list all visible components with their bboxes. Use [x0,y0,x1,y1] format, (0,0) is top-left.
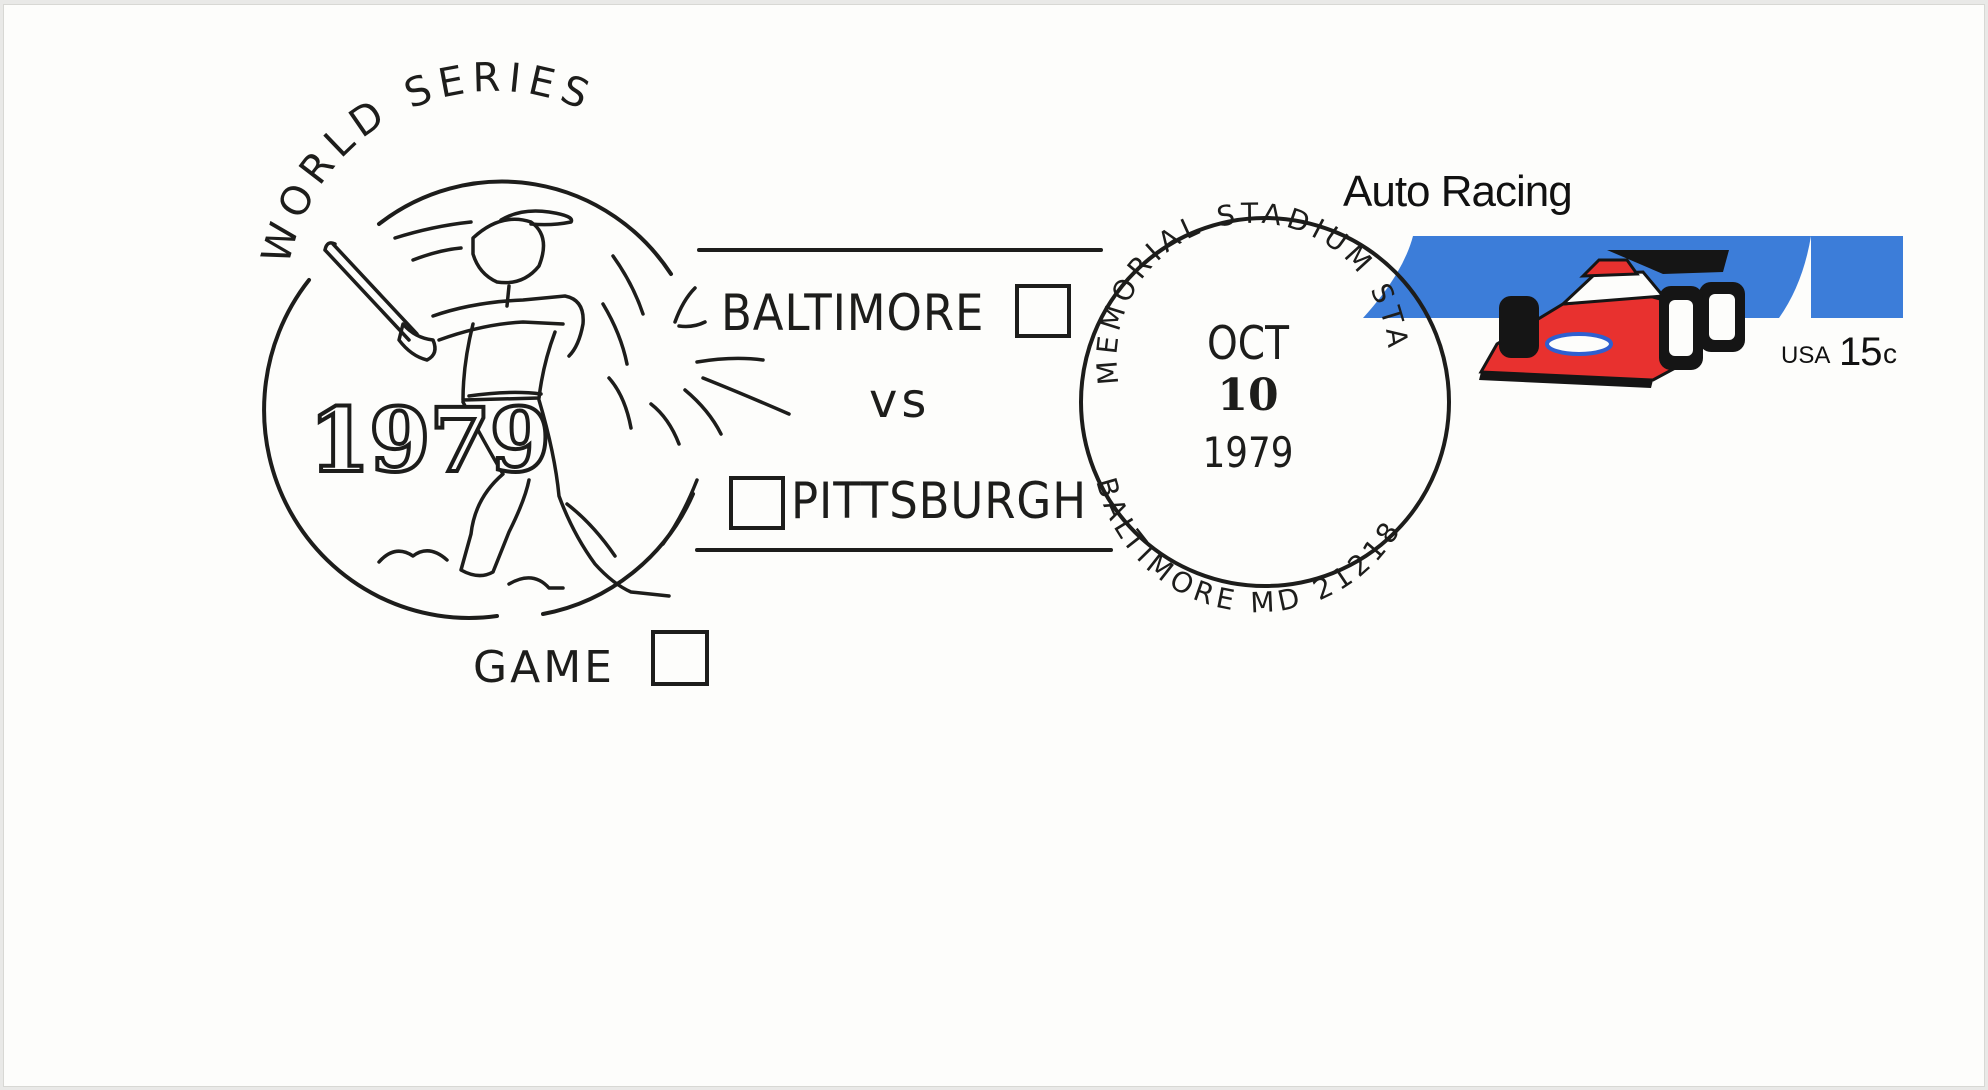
team-bottom-label: PITTSBURGH [791,472,1087,530]
postmark-year: 1979 [1202,428,1294,477]
postmark-month: OCT [1207,316,1289,370]
stamp-value: 15 [1839,330,1882,374]
team-top-checkbox [1015,284,1071,338]
baseball-batter-icon [323,209,671,598]
stamp-country: USA [1781,342,1831,369]
cachet-artwork: WORLD SERIES [253,55,1903,620]
stamp-title: Auto Racing [1343,167,1573,216]
team-bottom-checkbox [729,476,785,530]
postmark-day: 10 [1217,370,1279,421]
stamp-value-unit: c [1883,338,1897,369]
team-top-label: BALTIMORE [721,284,985,342]
postmark-city-arc: BALTIMORE MD 21218 [1089,474,1409,620]
game-label: GAME [473,642,615,693]
versus-label: vs [869,373,931,429]
game-checkbox [651,630,709,686]
race-car-icon [1478,250,1745,388]
motion-lines [607,286,791,546]
cachet-arc-title: WORLD SERIES [253,55,601,269]
stamp-artwork [1343,236,1903,388]
envelope: WORLD SERIES [3,4,1985,1087]
cachet-year: 1979 [307,388,553,492]
